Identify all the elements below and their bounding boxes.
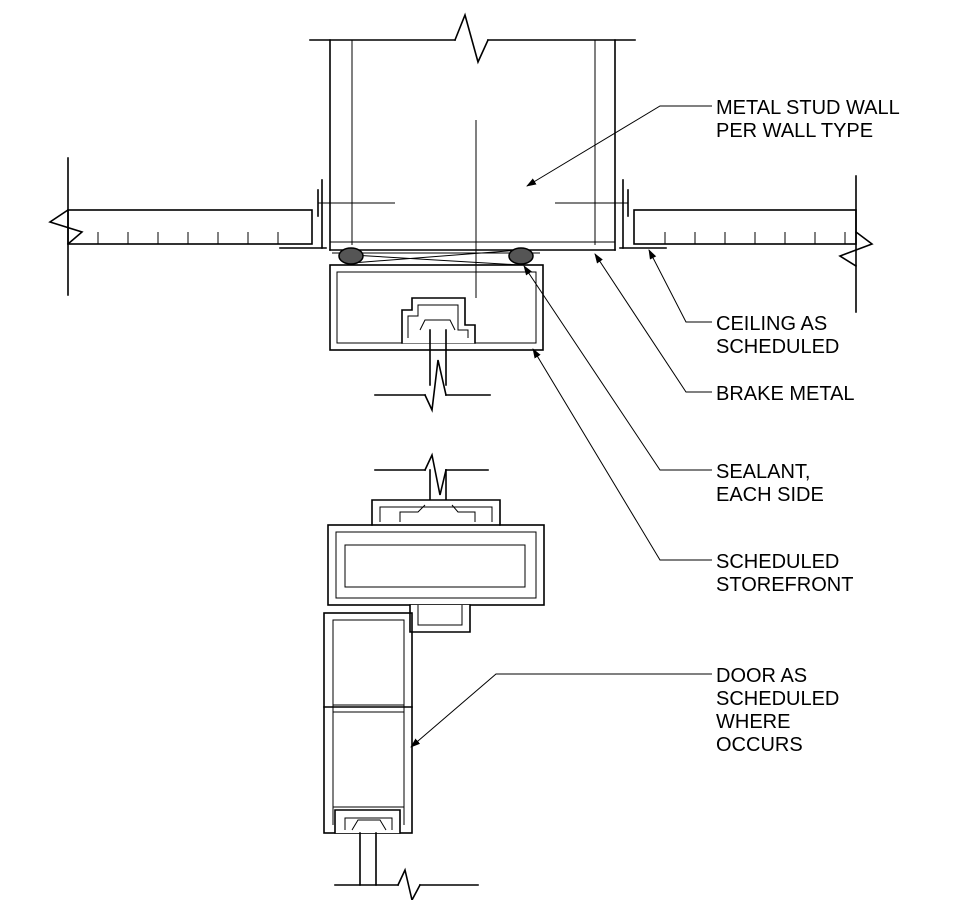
label-ceiling: CEILING AS SCHEDULED <box>716 313 839 358</box>
sealant-bead-right <box>508 247 534 265</box>
storefront-transom <box>327 452 545 633</box>
right-ceiling-panel <box>619 175 874 313</box>
label-sealant: SEALANT, EACH SIDE <box>716 461 824 506</box>
door-frame <box>323 612 479 900</box>
label-door: DOOR AS SCHEDULED WHERE OCCURS <box>716 665 845 756</box>
label-metal-stud-wall: METAL STUD WALL PER WALL TYPE <box>716 97 905 142</box>
label-brake-metal: BRAKE METAL <box>716 383 855 405</box>
left-ceiling-panel <box>48 157 327 296</box>
label-storefront: SCHEDULED STOREFRONT <box>716 551 853 596</box>
sealant-bead-left <box>338 247 364 265</box>
metal-stud-wall <box>309 12 636 298</box>
storefront-head-frame <box>329 249 544 413</box>
leader-lines <box>410 105 712 748</box>
